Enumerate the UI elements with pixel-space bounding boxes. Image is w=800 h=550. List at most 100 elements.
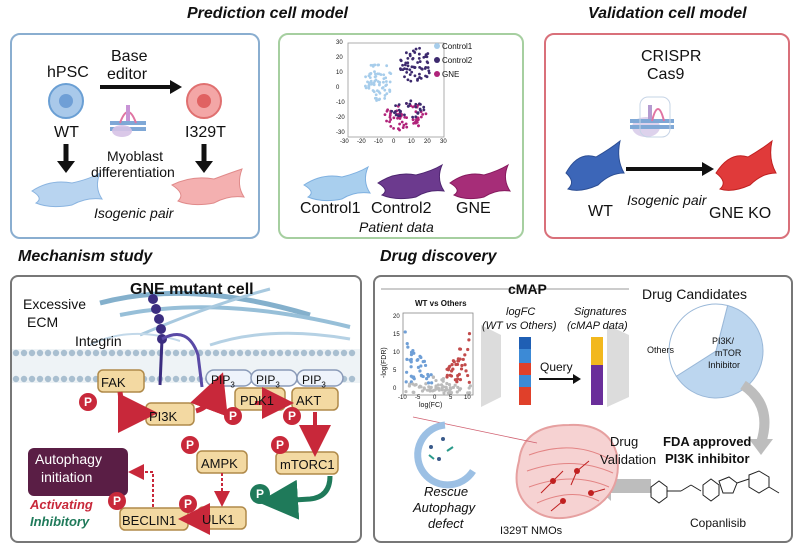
tsne-point: [404, 51, 408, 55]
lipid-head: [12, 349, 20, 357]
lipid-head: [180, 349, 188, 357]
validation-isogenic-label: Isogenic pair: [627, 192, 707, 208]
wt-myoblast: [31, 171, 104, 208]
query-label: Query: [540, 360, 573, 374]
tsne-point: [392, 126, 395, 130]
control1-cell: [303, 165, 372, 202]
tsne-y-ticks: 30 20 10 0 -10 -20 -30: [336, 40, 348, 140]
i329t-label: I329T: [185, 124, 226, 141]
lipid-head: [204, 349, 212, 357]
volcano-point: [456, 359, 460, 363]
tsne-point: [383, 94, 387, 97]
lipid-head: [324, 349, 332, 357]
lipid-head: [84, 349, 92, 357]
crispr-label: CRISPR: [641, 48, 702, 65]
drug-validation-label-1: Drug: [610, 434, 639, 449]
tsne-point: [406, 56, 410, 60]
lipid-head: [332, 349, 340, 357]
tsne-point: [376, 80, 380, 83]
tsne-point: [427, 69, 431, 73]
lipid-head: [92, 349, 100, 357]
lipid-head: [44, 375, 52, 383]
tsne-point: [399, 58, 403, 62]
volcano-point: [468, 391, 472, 395]
tsne-point: [397, 127, 400, 131]
mechanism-title: Mechanism study: [18, 248, 153, 265]
beclin1-label: BECLIN1: [122, 513, 177, 528]
nmo-organoid: [515, 423, 619, 520]
volcano-point: [409, 365, 413, 369]
pdk1-label: PDK1: [240, 393, 274, 408]
tsne-point: [367, 83, 371, 87]
fak-to-pi3k-arrow: [117, 391, 158, 433]
lipid-head: [140, 349, 148, 357]
tsne-x-tick: 30: [440, 139, 447, 145]
tsne-point: [403, 67, 406, 71]
tsne-point: [418, 60, 422, 63]
volcano-point: [425, 377, 429, 381]
pie-slice: [668, 303, 729, 377]
tsne-point: [385, 64, 389, 68]
lipid-head: [252, 349, 260, 357]
volcano-point: [445, 381, 449, 386]
volcano-point: [416, 365, 421, 369]
lipid-head: [76, 349, 84, 357]
lipid-head: [132, 349, 140, 357]
volcano-point: [412, 377, 416, 381]
volcano-point: [431, 375, 435, 379]
lipid-head: [20, 375, 28, 383]
tsne-point: [406, 78, 410, 82]
volcano-point: [403, 330, 407, 334]
tsne-point: [397, 103, 401, 107]
volcano-point: [467, 338, 471, 342]
tsne-point: [373, 70, 376, 74]
tsne-point: [422, 105, 426, 109]
tsne-x-tick: 0: [392, 139, 396, 145]
volcano-point: [425, 388, 430, 392]
tsne-point: [405, 67, 409, 71]
signatures-label-1: Signatures: [574, 306, 627, 318]
tsne-point: [412, 65, 416, 69]
p-label-beclin1: P: [113, 494, 122, 508]
volcano-point: [453, 378, 457, 382]
volcano-y-tick: 0: [393, 386, 397, 392]
gne-label: GNE: [456, 200, 491, 217]
funnel-2: [607, 325, 629, 407]
volcano-point: [418, 369, 422, 373]
lipid-head: [84, 375, 92, 383]
mechanism-box: [10, 275, 362, 543]
volcano-point: [421, 360, 425, 364]
tsne-point: [404, 122, 408, 126]
autophagosome-icon: [414, 421, 476, 489]
p-label-ulk1: P: [184, 497, 193, 511]
volcano-point: [429, 373, 433, 377]
tsne-point: [372, 90, 376, 94]
volcano-point: [467, 332, 472, 336]
pip3-pill-3: [296, 369, 344, 387]
lipid-head: [20, 349, 28, 357]
volcano-point: [445, 373, 449, 377]
tsne-x-tick: -20: [357, 139, 366, 145]
pie-label-pi3k-3: Inhibitor: [708, 360, 741, 370]
phospho-pdk1: [224, 407, 242, 425]
tsne-point: [416, 61, 420, 64]
volcano-point: [454, 362, 458, 367]
tsne-point: [426, 66, 430, 69]
wt-label: WT: [54, 124, 79, 141]
tsne-point: [373, 63, 377, 67]
tsne-point: [372, 83, 376, 87]
drug-candidates-pie: [668, 303, 764, 399]
lipid-head: [340, 349, 348, 357]
wt-nucleus: [59, 94, 73, 108]
drug-title: Drug discovery: [380, 248, 497, 265]
legend-control2: Control2: [442, 56, 473, 65]
tsne-point: [427, 71, 431, 75]
tsne-point: [385, 92, 389, 96]
integrin: [148, 294, 204, 388]
p-label-pdk1: P: [229, 409, 238, 423]
ampk-label: AMPK: [201, 456, 238, 471]
phospho-ampk: [181, 436, 199, 454]
volcano-point: [411, 382, 415, 386]
legend-control1: Control1: [442, 42, 473, 51]
phospho-mtorc1: [271, 436, 289, 454]
